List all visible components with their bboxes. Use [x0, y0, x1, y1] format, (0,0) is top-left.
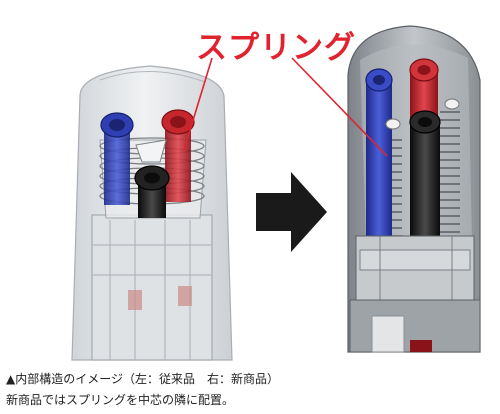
new-spring-right — [440, 111, 460, 233]
spring-callout-lines — [183, 57, 388, 157]
arrow-right-icon — [256, 172, 327, 252]
new-spring-left — [384, 139, 402, 237]
new-pen-cutaway — [347, 25, 481, 353]
spring-callout-label: スプリング — [196, 30, 356, 66]
conventional-pen-cutaway — [71, 65, 233, 361]
figure-caption: ▲内部構造のイメージ（左：従来品 右：新商品） — [6, 372, 279, 386]
figure-description: 新商品ではスプリングを中芯の隣に配置。 — [6, 393, 235, 407]
